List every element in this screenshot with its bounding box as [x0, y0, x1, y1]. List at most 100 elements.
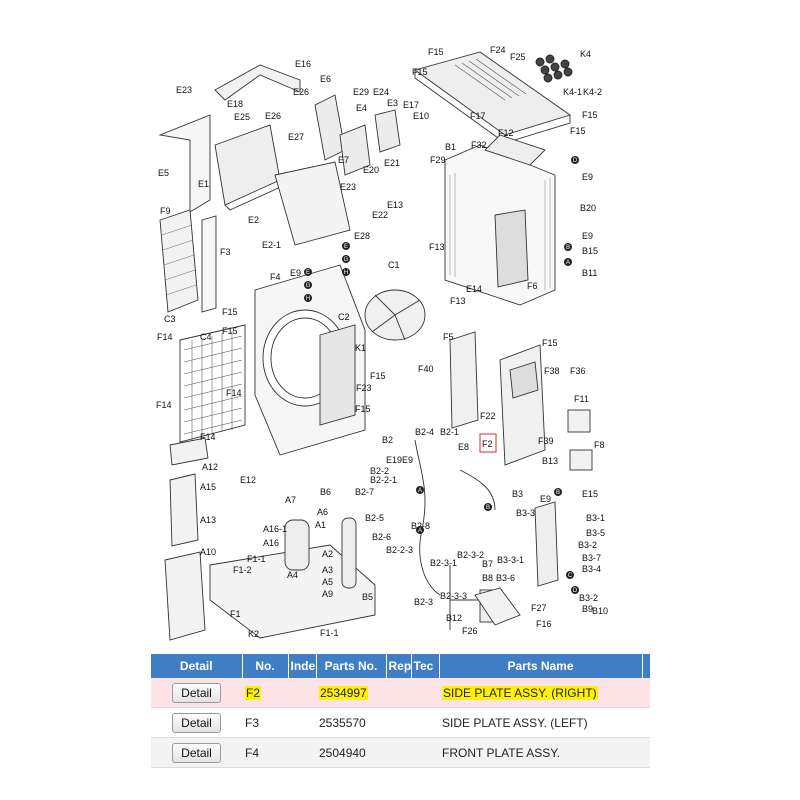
callout-label: K4	[580, 49, 591, 59]
callout-label: B2-7	[355, 487, 374, 497]
marker-letter: A	[418, 488, 422, 494]
callout-label: F16	[536, 619, 552, 629]
callout-label: F1-2	[233, 565, 252, 575]
parts-no-cell: 2504940	[316, 737, 386, 768]
callout-label: B2-4	[415, 427, 434, 437]
callout-label: E4	[356, 103, 367, 113]
marker-letter: B	[556, 490, 560, 496]
detail-button[interactable]: Detail	[172, 682, 221, 703]
callout-label: E10	[413, 111, 429, 121]
callout-label: F22	[480, 411, 496, 421]
callout-label: E6	[320, 74, 331, 84]
callout-label: B6	[320, 487, 331, 497]
callout-label: B3-2	[579, 593, 598, 603]
callout-label: B12	[446, 613, 462, 623]
callout-label: B3-3	[516, 508, 535, 518]
marker-letter: G	[344, 257, 349, 263]
callout-label: B11	[582, 268, 597, 278]
callout-label: F14	[200, 432, 216, 442]
callout-label: F11	[574, 394, 589, 404]
callout-label: B2-8	[411, 521, 430, 531]
rep-cell	[386, 707, 411, 738]
column-header-parts-name[interactable]: Parts Name	[439, 654, 643, 678]
spacer-cell	[642, 678, 650, 708]
parts-name-value: SIDE PLATE ASSY. (RIGHT)	[442, 685, 598, 700]
callout-label: C4	[200, 332, 212, 342]
callout-label: C2	[338, 312, 350, 322]
callout-label: F29	[430, 155, 446, 165]
part-no-cell: F4	[242, 737, 288, 768]
column-header-rep[interactable]: Rep	[386, 654, 412, 678]
callout-label: B9	[582, 604, 593, 614]
diagram-marker-letters: E G H E G H A B A D B A B C D	[306, 158, 578, 594]
column-header-tec[interactable]: Tec	[411, 654, 440, 678]
callout-label: A2	[322, 549, 333, 559]
callout-label: E9	[582, 172, 593, 182]
callout-label: F40	[418, 364, 434, 374]
detail-button[interactable]: Detail	[172, 712, 221, 733]
callout-label: F15	[542, 338, 558, 348]
callout-label: A3	[322, 565, 333, 575]
callout-label: F15	[222, 326, 238, 336]
callout-label: B3-6	[496, 573, 515, 583]
callout-label: A1	[315, 520, 326, 530]
callout-label: E26	[265, 111, 281, 121]
callout-label: C3	[164, 314, 176, 324]
callout-label: K4-1	[563, 87, 582, 97]
parts-table: Detail No. Inde Parts No. Rep Tec Parts …	[151, 654, 651, 768]
callout-label: E2-1	[262, 240, 281, 250]
part-no-value: F2	[245, 685, 262, 700]
callout-label: E23	[340, 182, 356, 192]
callout-label: E9	[582, 231, 593, 241]
callout-label: F14	[226, 388, 242, 398]
marker-letter: A	[418, 528, 422, 534]
column-header-no[interactable]: No.	[242, 654, 289, 678]
column-header-parts-no[interactable]: Parts No.	[316, 654, 387, 678]
column-header-detail: Detail	[151, 654, 243, 678]
parts-no-cell: 2534997	[316, 678, 386, 708]
callout-label: F15	[355, 404, 371, 414]
callout-label: E22	[372, 210, 388, 220]
table-row[interactable]: Detail F3 2535570 SIDE PLATE ASSY. (LEFT…	[151, 707, 650, 738]
parts-name-cell: FRONT PLATE ASSY.	[439, 737, 642, 768]
detail-button[interactable]: Detail	[172, 742, 221, 763]
callout-label: F13	[429, 242, 445, 252]
callout-label: F23	[356, 383, 372, 393]
marker-letter: B	[486, 505, 490, 511]
diagram-line-art	[158, 51, 593, 641]
callout-label: F24	[490, 45, 506, 55]
index-cell	[288, 737, 316, 768]
callout-label: F36	[570, 366, 586, 376]
callout-label: F1-1	[320, 628, 339, 638]
callout-label: F15	[582, 110, 598, 120]
table-row[interactable]: Detail F4 2504940 FRONT PLATE ASSY.	[151, 737, 650, 768]
callout-label: E2	[248, 215, 259, 225]
callout-label: F8	[594, 440, 605, 450]
callout-label: B3-2	[578, 540, 597, 550]
callout-label: E19	[386, 455, 402, 465]
callout-label: E16	[295, 59, 311, 69]
callout-label: K4-2	[583, 87, 602, 97]
callout-label: F5	[443, 332, 454, 342]
callout-label: E5	[158, 168, 169, 178]
column-header-index[interactable]: Inde	[288, 654, 317, 678]
callout-label: B3-1	[586, 513, 605, 523]
callout-label: F32	[471, 140, 487, 150]
callout-label: B2	[382, 435, 393, 445]
callout-label: K1	[355, 343, 366, 353]
tec-cell	[411, 737, 439, 768]
callout-label: F38	[544, 366, 560, 376]
detail-cell: Detail	[151, 678, 242, 708]
table-row[interactable]: Detail F2 2534997 SIDE PLATE ASSY. (RIGH…	[151, 678, 650, 708]
index-cell	[288, 707, 316, 738]
callout-label: B2-3	[414, 597, 433, 607]
callout-label: F15	[428, 47, 444, 57]
rep-cell	[386, 737, 411, 768]
marker-letter: A	[566, 260, 570, 266]
callout-label: E24	[373, 87, 389, 97]
callout-label: A10	[200, 547, 216, 557]
callout-label: B1	[445, 142, 456, 152]
callout-label: E9	[290, 268, 301, 278]
callout-label: E9	[402, 455, 413, 465]
callout-label: E21	[384, 158, 400, 168]
